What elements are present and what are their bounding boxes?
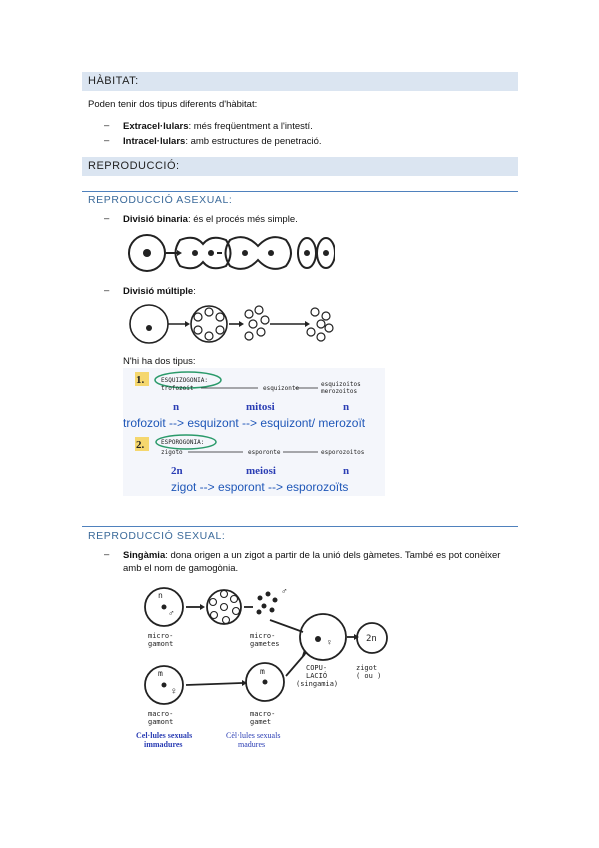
binary-fission-figure (128, 234, 335, 272)
microgametes-label: micro-gametes (250, 632, 280, 648)
ploidy-n: n (343, 401, 349, 413)
macrogamet-label: macro-gamet (250, 710, 275, 726)
multiple-text: Divisió múltiple: (123, 286, 196, 297)
macrogamont-label: macro-gamont (148, 710, 173, 726)
bullet-dash: – (104, 120, 110, 131)
ploidy-n: n (343, 465, 349, 477)
esquizogonia-esporogonia-figure: 1. ESQUIZOGONIA: trofozoit esquizonte es… (123, 368, 385, 496)
num-2: 2. (136, 439, 145, 451)
bullet-dash: – (104, 285, 110, 296)
esquizogonia-highlight (154, 371, 222, 389)
multiple-division-figure (129, 304, 334, 344)
flow-esquizogonia: trofozoit --> esquizont --> esquizont/ m… (123, 416, 366, 430)
flow-esporogonia: zigot --> esporont --> esporozoïts (171, 480, 348, 494)
meiosi-label: meiosi (246, 465, 276, 477)
n-label: n (158, 591, 163, 600)
ploidy-2n: 2n (171, 465, 183, 477)
esporozoitos-label: esporozoitos (321, 449, 365, 456)
m-label: m (260, 667, 265, 676)
ploidy-n: n (173, 401, 179, 413)
section-rule (82, 191, 518, 192)
m-label: m (158, 669, 163, 678)
section-rule (82, 526, 518, 527)
num-1: 1. (136, 374, 145, 386)
habitat-heading: HÀBITAT: (82, 72, 518, 91)
types-intro: N'hi ha dos tipus: (123, 356, 196, 367)
mitosi-label: mitosi (246, 401, 275, 413)
esporonte-label: esporonte (248, 449, 281, 456)
2n-label: 2n (366, 634, 377, 644)
reproduccio-heading: REPRODUCCIÓ: (82, 157, 518, 176)
esquizonte-label: esquizonte (263, 385, 300, 392)
sexual-heading: REPRODUCCIÓ SEXUAL: (88, 530, 226, 542)
bullet-dash: – (104, 135, 110, 146)
zigot-label: zigot( ou ) (356, 664, 381, 680)
male-symbol: ♂ (281, 586, 288, 596)
trofozoit-label: trofozoit (161, 385, 194, 392)
bullet-dash: – (104, 549, 110, 560)
singamia-figure: n m m 2n ♂ ♀ ♀ ♂ micro-gamont micro-game… (136, 586, 388, 749)
asexual-heading: REPRODUCCIÓ ASEXUAL: (88, 194, 233, 206)
esporogonia-label: ESPOROGONIA: (161, 439, 204, 446)
habitat-intro: Poden tenir dos tipus diferents d'hàbita… (88, 99, 258, 110)
merozoitos-label: merozoitos (321, 388, 358, 395)
bullet-dash: – (104, 213, 110, 224)
esporogonia-highlight (155, 434, 217, 450)
binaria-text: Divisió binaria: és el procés més simple… (123, 214, 298, 225)
esquizogonia-label: ESQUIZOGONIA: (161, 377, 208, 384)
zigoto-label: zigoto (161, 449, 183, 456)
copulacio-label: COPU-LACIÓ(singamia) (296, 664, 338, 688)
esquizoitos-label: esquizoitos (321, 381, 361, 388)
microgamont-label: micro-gamont (148, 632, 173, 648)
male-symbol: ♂ (168, 608, 175, 618)
habitat-item-2: Intracel·lulars: amb estructures de pene… (123, 136, 322, 147)
female-symbol: ♀ (170, 686, 178, 697)
habitat-item-1: Extracel·lulars: més freqüentment a l'in… (123, 121, 313, 132)
singamia-text: Singàmia: dona origen a un zigot a parti… (123, 550, 501, 574)
female-symbol: ♀ (326, 637, 333, 647)
